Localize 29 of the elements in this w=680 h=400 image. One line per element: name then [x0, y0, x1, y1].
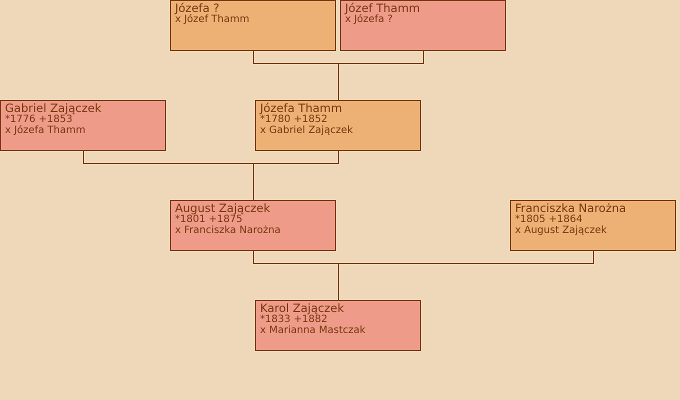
person-box [510, 200, 676, 251]
person-name: Gabriel Zajączek [5, 102, 102, 114]
life-dates: *1780 +1852 [260, 114, 328, 125]
spouse-text: x Franciszka Narożna [175, 225, 281, 236]
person-box [255, 300, 421, 351]
person-name: Józef Thamm [345, 2, 420, 14]
life-dates: *1776 +1853 [5, 114, 72, 125]
spouse-text: x Gabriel Zajączek [260, 125, 353, 136]
person-name: Karol Zajączek [260, 302, 344, 314]
person-box [255, 100, 421, 151]
connector-line [253, 150, 339, 200]
spouse-text: x Józefa Thamm [5, 125, 86, 136]
person-name: August Zajączek [175, 202, 270, 214]
person-name: Franciszka Narożna [515, 202, 626, 214]
person-box [0, 100, 166, 151]
connector-line [338, 50, 424, 100]
spouse-text: x August Zajączek [515, 225, 607, 236]
person-box [170, 0, 336, 51]
person-name: Józefa ? [175, 2, 220, 14]
life-dates: *1833 +1882 [260, 314, 328, 325]
person-box [170, 200, 336, 251]
spouse-text: x Marianna Mastczak [260, 325, 366, 336]
person-name: Józefa Thamm [260, 102, 342, 114]
life-dates: *1801 +1875 [175, 214, 242, 225]
connector-line [338, 250, 594, 300]
spouse-text: x Józefa ? [345, 14, 393, 25]
person-box [340, 0, 506, 51]
spouse-text: x Józef Thamm [175, 14, 250, 25]
life-dates: *1805 +1864 [515, 214, 582, 225]
